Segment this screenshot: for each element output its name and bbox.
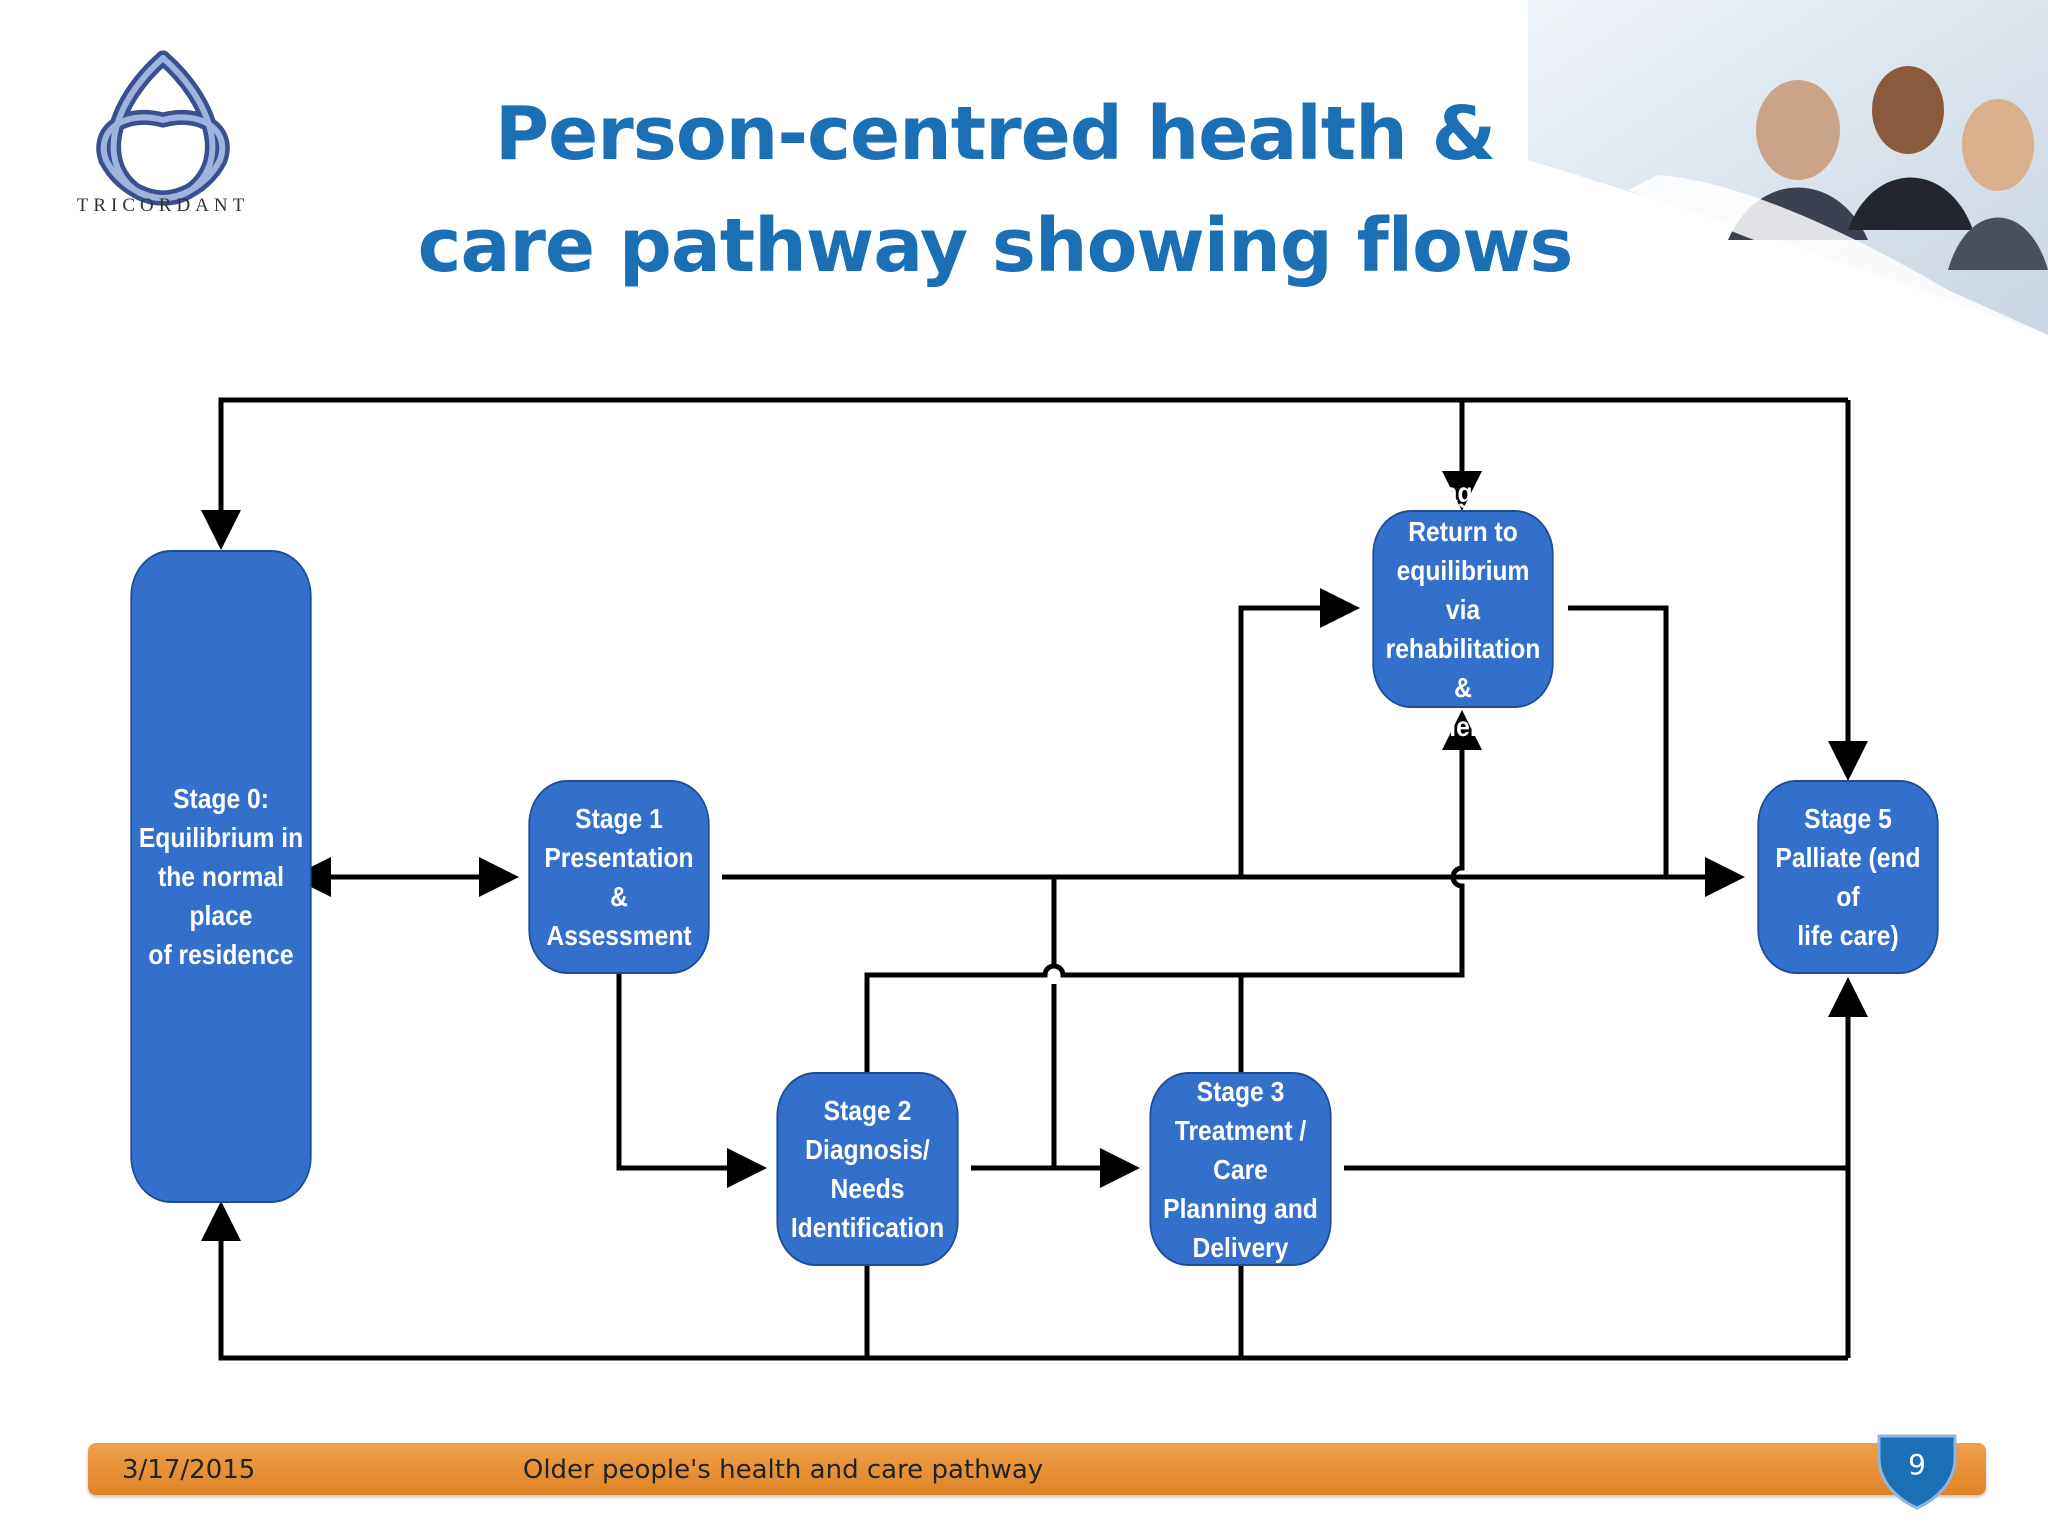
stage-3-line: Delivery [1192,1231,1289,1263]
stage-0-line: Equilibrium in [138,822,304,853]
stage-2-line: Needs [830,1173,905,1204]
stage-1-node: Stage 1 Presentation & Assessment [528,780,710,974]
stage-4-line: Stage 4 [1419,476,1507,508]
title-line-2: care pathway showing flows [417,203,1574,289]
page-number: 9 [1908,1448,1926,1481]
footer-date: 3/17/2015 [122,1455,256,1485]
flow-stage4-right [1568,605,1669,877]
stage-5-node: Stage 5 Palliate (end of life care) [1757,780,1939,974]
stage-3-line: Stage 3 [1196,1075,1285,1107]
stage-0-line: of residence [148,939,294,970]
stage-2-node: Stage 2 Diagnosis/ Needs Identification [776,1072,959,1266]
stage-5-line: Stage 5 [1804,803,1892,834]
footer-text: Older people's health and care pathway [522,1455,1044,1485]
title-line-1: Person-centred health & [494,91,1496,177]
page-number-badge [1877,1434,1957,1510]
stage-3-line: Treatment / Care [1174,1114,1307,1185]
flow-to-stage4-up [864,710,1482,1074]
stage-0-line: the normal place [158,861,284,931]
logo-wordmark: TRICORDANT [76,195,250,216]
stage-4-line: equilibrium via [1396,554,1530,625]
stage-2-line: Diagnosis/ [805,1134,930,1165]
flow-to-stage4-left [1238,588,1360,877]
flow-bottom-loop [201,1201,1848,1361]
flow-stage1-to-stage2 [616,974,767,1188]
stage-2-line: Stage 2 [823,1095,912,1126]
stage-0-node: Stage 0: Equilibrium in the normal place… [130,550,312,1203]
stage-4-line: Return to [1408,515,1518,547]
stage-3-node: Stage 3 Treatment / Care Planning and De… [1149,1072,1332,1266]
stage-4-line: reablement [1397,710,1529,742]
stage-1-line: Stage 1 [575,803,663,834]
stage-3-line: Planning and [1163,1192,1318,1224]
footer-bar: 3/17/2015 Older people's health and care… [88,1443,1986,1495]
tricordant-logo [96,50,230,206]
stage-2-line: Identification [790,1212,945,1243]
stage-1-line: Presentation & [544,842,694,912]
stage-0-line: Stage 0: [173,783,269,814]
business-meeting-photo [1528,0,2048,335]
slide-title: Person-centred health & care pathway sho… [400,78,1590,302]
stage-1-line: Assessment [546,920,692,951]
flow-top-to-stage0 [201,397,1848,550]
stage-5-line: life care) [1797,920,1899,951]
stage-4-node: Stage 4 Return to equilibrium via rehabi… [1372,477,1554,742]
stage-4-line: rehabilitation & [1385,632,1541,703]
stage-5-line: Palliate (end of [1775,842,1921,912]
